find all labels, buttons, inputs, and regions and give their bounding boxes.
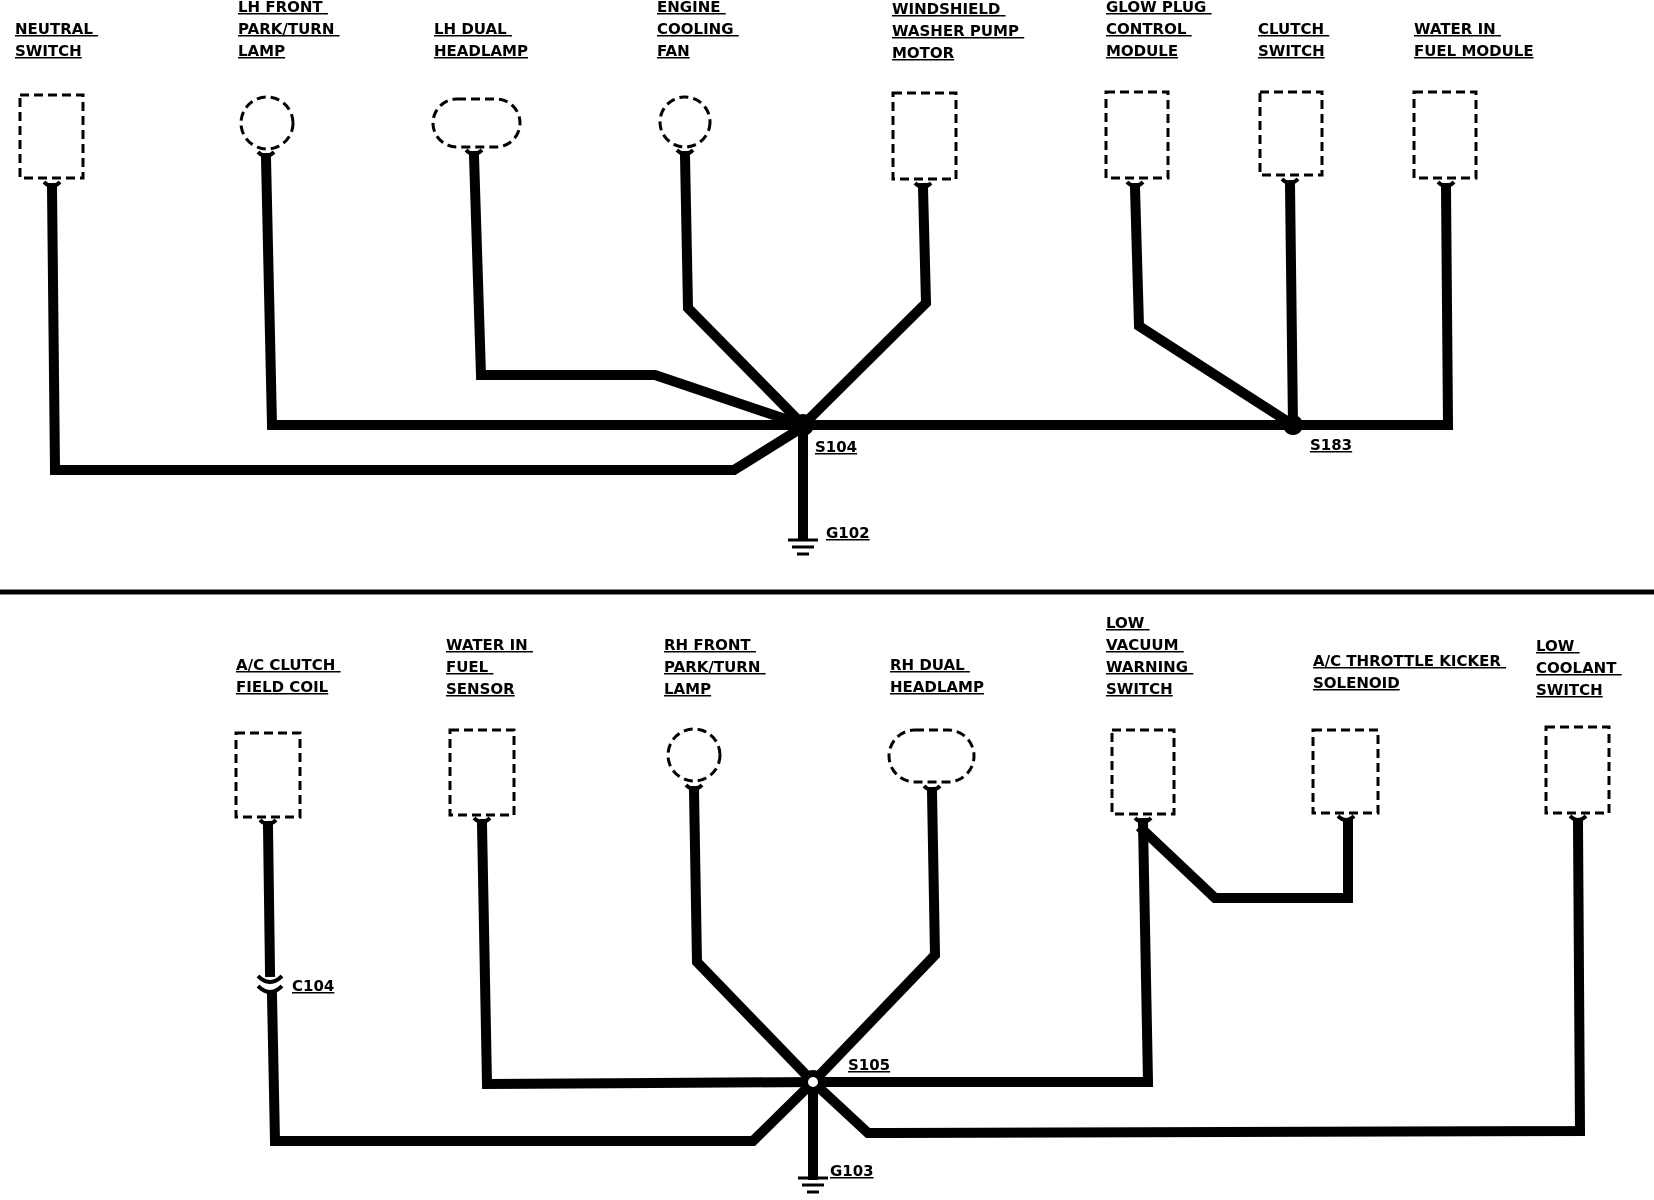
wire-rh-dual-headlamp xyxy=(805,786,941,1090)
water-in-fuel-sensor-box xyxy=(448,728,516,817)
bottom-circuit: A/C CLUTCH FIELD COIL WATER IN FUEL SENS… xyxy=(234,614,1622,1194)
bottom-terminal-pins xyxy=(258,783,1588,826)
water-in-fuel-module-box xyxy=(1412,90,1478,180)
label-low-coolant-switch: LOW COOLANT SWITCH xyxy=(1536,637,1622,699)
wire-ac-clutch-upper xyxy=(262,820,276,978)
splice-s105-center xyxy=(808,1077,818,1087)
label-water-in-fuel-sensor: WATER IN FUEL SENSOR xyxy=(446,636,533,698)
low-coolant-switch-box xyxy=(1544,725,1611,815)
wire-clutch-switch xyxy=(1284,179,1299,431)
connector-c104-label: C104 xyxy=(292,977,334,995)
wire-low-coolant-switch xyxy=(805,817,1586,1139)
wire-water-in-fuel-module xyxy=(1288,182,1454,430)
wire-ac-throttle-kicker-solenoid xyxy=(1135,818,1353,903)
splice-s104-label: S104 xyxy=(815,438,857,456)
ac-throttle-kicker-solenoid-box xyxy=(1311,728,1380,815)
label-ac-clutch-field-coil: A/C CLUTCH FIELD COIL xyxy=(236,656,341,696)
engine-cooling-fan-symbol xyxy=(658,95,712,149)
label-water-in-fuel-module: WATER IN FUEL MODULE xyxy=(1414,20,1534,60)
bottom-wires xyxy=(262,785,1586,1180)
label-rh-dual-headlamp: RH DUAL HEADLAMP xyxy=(890,656,984,696)
label-lh-front-park-turn-lamp: LH FRONT PARK/TURN LAMP xyxy=(238,0,340,60)
label-windshield-washer-pump-motor: WINDSHIELD WASHER PUMP MOTOR xyxy=(892,0,1024,62)
lh-dual-headlamp-bulb xyxy=(431,97,522,149)
label-rh-front-park-turn-lamp: RH FRONT PARK/TURN LAMP xyxy=(664,636,766,698)
clutch-switch-box xyxy=(1258,90,1324,177)
splice-s183 xyxy=(1283,415,1303,435)
low-vacuum-warning-switch-box xyxy=(1110,728,1176,816)
wire-neutral-switch xyxy=(46,182,810,475)
wire-lh-front-park-turn-lamp xyxy=(260,152,808,430)
rh-front-park-turn-lamp-bulb xyxy=(666,727,722,783)
label-glow-plug-control-module: GLOW PLUG CONTROL MODULE xyxy=(1106,0,1212,60)
ground-g103-icon xyxy=(798,1176,828,1194)
top-terminal-pins xyxy=(42,148,1456,189)
ground-g102-label: G102 xyxy=(826,524,870,542)
label-neutral-switch: NEUTRAL SWITCH xyxy=(15,20,98,60)
connector-c104-icon xyxy=(256,974,284,994)
wire-ac-clutch-lower xyxy=(266,990,821,1146)
lh-front-park-turn-lamp-bulb xyxy=(239,95,295,151)
label-clutch-switch: CLUTCH SWITCH xyxy=(1258,20,1329,60)
wire-rh-front-park-turn-lamp xyxy=(688,785,821,1090)
label-engine-cooling-fan: ENGINE COOLING FAN xyxy=(657,0,739,60)
neutral-switch-box xyxy=(18,93,85,180)
label-low-vacuum-warning-switch: LOW VACUUM WARNING SWITCH xyxy=(1106,614,1193,698)
ac-clutch-field-coil-box xyxy=(234,731,302,819)
rh-dual-headlamp-bulb xyxy=(887,728,976,784)
wire-lh-dual-headlamp xyxy=(468,150,810,432)
wire-water-in-fuel-sensor xyxy=(476,818,819,1090)
splice-s105-label: S105 xyxy=(848,1056,890,1074)
glow-plug-control-module-box xyxy=(1104,90,1170,180)
top-wires xyxy=(46,150,1454,540)
wire-engine-cooling-fan xyxy=(679,150,811,433)
wire-low-vacuum-warning-switch xyxy=(808,817,1154,1087)
label-lh-dual-headlamp: LH DUAL HEADLAMP xyxy=(434,20,528,60)
windshield-washer-pump-motor-box xyxy=(891,91,958,181)
wire-glow-plug-control-module xyxy=(1129,182,1300,432)
label-ac-throttle-kicker-solenoid: A/C THROTTLE KICKER SOLENOID xyxy=(1313,652,1506,692)
splice-s104 xyxy=(792,414,814,436)
ground-g103-label: G103 xyxy=(830,1162,874,1180)
wire-windshield-washer-pump-motor xyxy=(795,182,932,433)
splice-s183-label: S183 xyxy=(1310,436,1352,454)
top-circuit: NEUTRAL SWITCH LH FRONT PARK/TURN LAMP L… xyxy=(15,0,1534,556)
ground-g102-icon xyxy=(788,538,818,556)
